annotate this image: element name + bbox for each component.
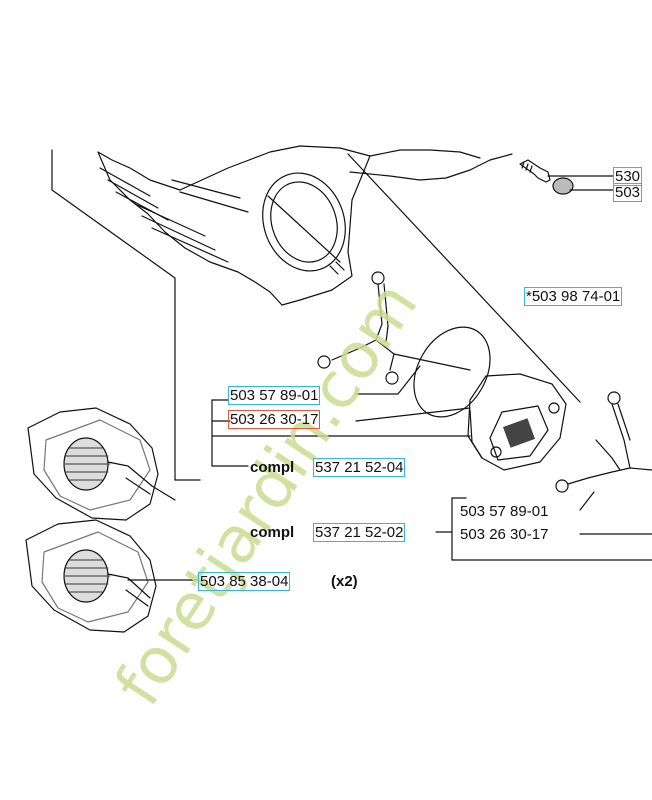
screw-and-cap: [519, 159, 614, 195]
compl-label-1: compl: [250, 459, 295, 476]
mount-quantity: (x2): [331, 573, 358, 590]
av-mount-bottom: [25, 519, 199, 633]
part-number-top-1[interactable]: 530: [613, 167, 643, 186]
part-number-right[interactable]: *503 98 74-01: [524, 287, 623, 306]
part-number-mount[interactable]: 503 85 38-04: [198, 572, 291, 591]
part-number-top-2[interactable]: 503: [613, 183, 643, 202]
o-ring: [413, 326, 491, 418]
retainer-spring: [317, 271, 471, 385]
leader-diagonal: [347, 153, 581, 403]
right-group-bracket: [451, 497, 652, 561]
frame-line: [51, 149, 176, 481]
part-number-compl-2[interactable]: 537 21 52-02: [313, 523, 406, 542]
part-number-oring[interactable]: 503 26 30-17: [228, 410, 321, 429]
tank-housing: [97, 145, 513, 306]
part-number-right-spring[interactable]: 503 57 89-01: [460, 503, 549, 520]
part-number-spring[interactable]: 503 57 89-01: [228, 386, 321, 405]
leader-part-a: [355, 365, 421, 395]
fuel-cap: [467, 373, 567, 471]
right-retainer-spring: [555, 391, 652, 493]
leader-compl-1: [211, 399, 249, 467]
part-number-compl-1[interactable]: 537 21 52-04: [313, 458, 406, 477]
part-number-right-oring[interactable]: 503 26 30-17: [460, 526, 549, 543]
compl-label-2: compl: [250, 524, 295, 541]
av-mount-top: [27, 407, 176, 521]
